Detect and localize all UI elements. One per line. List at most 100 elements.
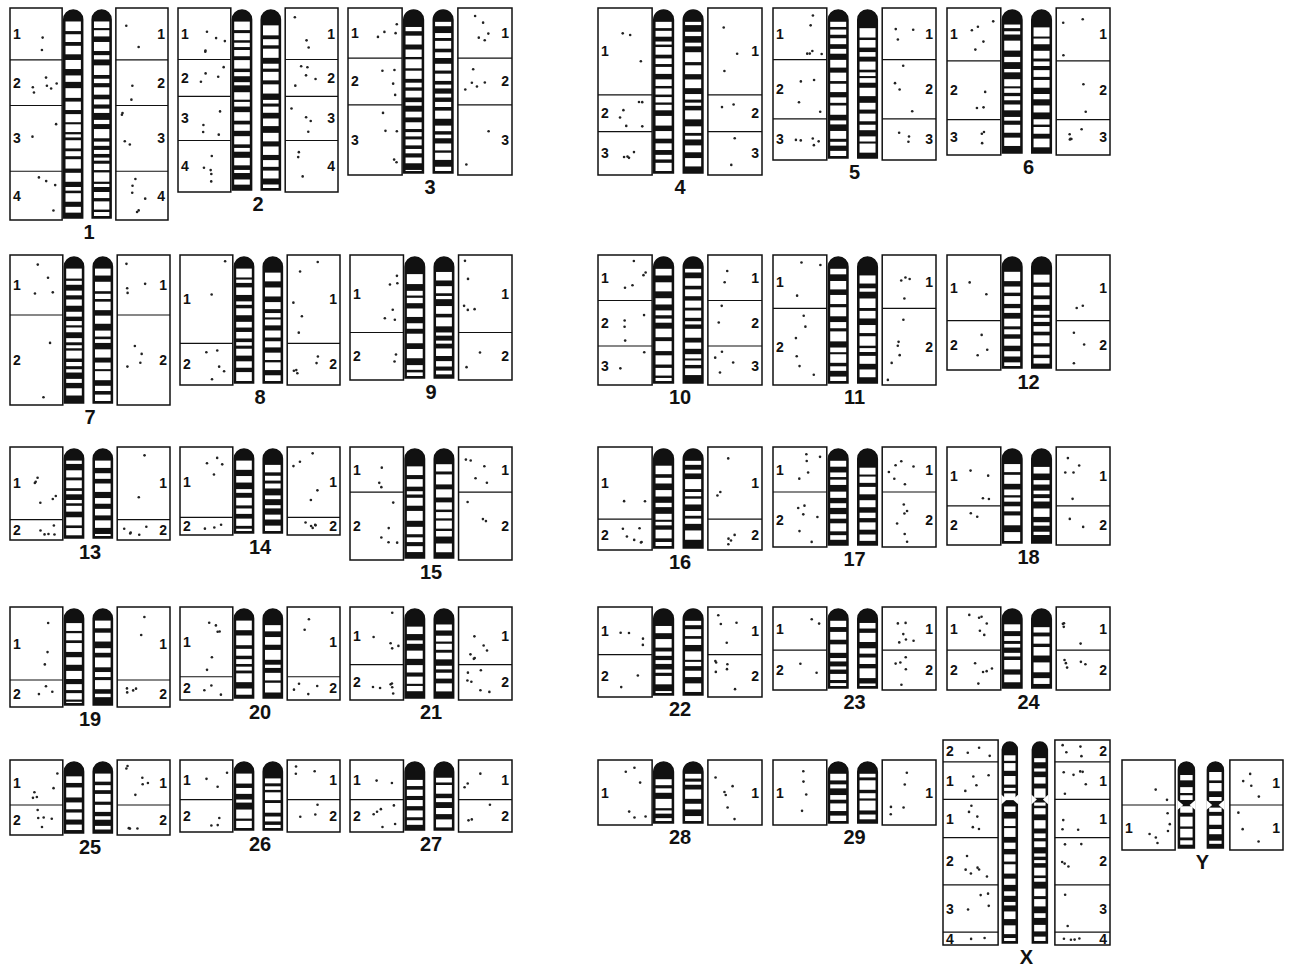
band-dot	[797, 507, 800, 510]
chromosome-body	[1002, 257, 1022, 368]
light-band	[685, 519, 701, 524]
band-dot	[123, 140, 126, 143]
light-band	[236, 689, 252, 695]
light-band	[236, 287, 252, 295]
light-band	[1004, 763, 1015, 771]
chromosome-panel: 29	[773, 760, 936, 825]
band-dot	[32, 797, 35, 800]
band-dot	[1077, 828, 1080, 831]
band-dot	[384, 317, 387, 320]
chromosome-body	[434, 609, 453, 698]
chromosome-body	[858, 762, 878, 823]
light-band	[236, 529, 252, 531]
band-dot	[985, 622, 988, 625]
chromosome	[858, 449, 878, 545]
chromosome-body	[654, 762, 674, 823]
band-dot	[964, 868, 967, 871]
band-dot	[51, 291, 54, 294]
region-number: 3	[1099, 130, 1107, 144]
chromosome-number: 2	[178, 194, 338, 214]
band-dot	[805, 453, 808, 456]
chromosome	[1001, 742, 1018, 943]
band-dot	[396, 282, 399, 285]
chromosome-panel: 5	[773, 8, 936, 160]
light-band	[436, 819, 452, 827]
chromosome-body	[234, 449, 253, 533]
band-dot	[805, 793, 808, 796]
region-number: 4	[946, 932, 954, 946]
chromosome-panel: 24	[947, 607, 1110, 690]
chromosome-number: 16	[598, 552, 762, 572]
light-band	[860, 52, 876, 57]
light-band	[66, 643, 82, 652]
chromosome	[232, 10, 251, 190]
light-band	[406, 83, 422, 88]
light-band	[407, 790, 423, 796]
band-dot	[624, 339, 627, 342]
band-dot	[725, 641, 728, 644]
light-band	[94, 55, 109, 59]
band-dot	[314, 78, 317, 81]
band-dot	[908, 278, 911, 281]
band-dot	[126, 687, 129, 690]
band-dot	[313, 770, 316, 773]
light-band	[66, 693, 82, 699]
chromosome-number: 1	[10, 222, 168, 242]
chromosome-body	[93, 609, 112, 705]
band-dot	[466, 782, 469, 785]
light-band	[236, 301, 252, 304]
light-band	[263, 107, 279, 113]
band-dot	[1065, 751, 1068, 754]
band-dot	[1079, 642, 1082, 645]
band-dot	[735, 621, 738, 624]
band-dot	[296, 372, 299, 375]
region-box	[10, 760, 63, 835]
band-dot	[1078, 937, 1081, 940]
chromosome-figure	[943, 740, 1110, 945]
region-number: 1	[353, 287, 361, 301]
region-divider	[773, 491, 827, 492]
band-dot	[298, 682, 301, 685]
region-box	[708, 8, 762, 175]
light-band	[830, 131, 846, 139]
band-dot	[903, 533, 906, 536]
band-dot	[894, 82, 897, 85]
chromosome-number: 17	[773, 549, 936, 569]
light-band	[685, 329, 701, 338]
chromosome	[1032, 449, 1052, 543]
band-dot	[1062, 819, 1065, 822]
band-dot	[294, 84, 297, 87]
band-dot	[316, 261, 319, 264]
band-dot	[46, 651, 49, 654]
band-dot	[45, 76, 48, 79]
light-band	[66, 461, 82, 464]
band-dot	[380, 486, 383, 489]
region-box	[117, 447, 170, 540]
band-dot	[1073, 938, 1076, 941]
light-band	[1004, 911, 1015, 919]
chromosome-body	[93, 762, 112, 833]
band-dot	[795, 355, 798, 358]
band-dot	[52, 787, 55, 790]
light-band	[236, 322, 252, 328]
light-band	[1004, 308, 1020, 313]
light-band	[1034, 820, 1045, 828]
band-dot	[733, 137, 736, 140]
region-box	[1055, 740, 1110, 945]
light-band	[234, 158, 250, 166]
light-band	[66, 173, 81, 182]
band-dot	[894, 662, 897, 665]
region-box	[1122, 760, 1175, 850]
region-number: 1	[751, 624, 759, 638]
band-dot	[642, 274, 645, 277]
band-dot	[975, 784, 978, 787]
light-band	[1004, 319, 1020, 327]
chromosome-panel: X	[943, 740, 1110, 945]
region-divider	[350, 332, 403, 333]
region-divider	[1056, 119, 1110, 120]
region-number: 1	[501, 773, 509, 787]
chromosome-panel: 28	[598, 760, 762, 825]
light-band	[66, 776, 82, 783]
light-band	[436, 512, 452, 518]
band-dot	[1069, 138, 1072, 141]
